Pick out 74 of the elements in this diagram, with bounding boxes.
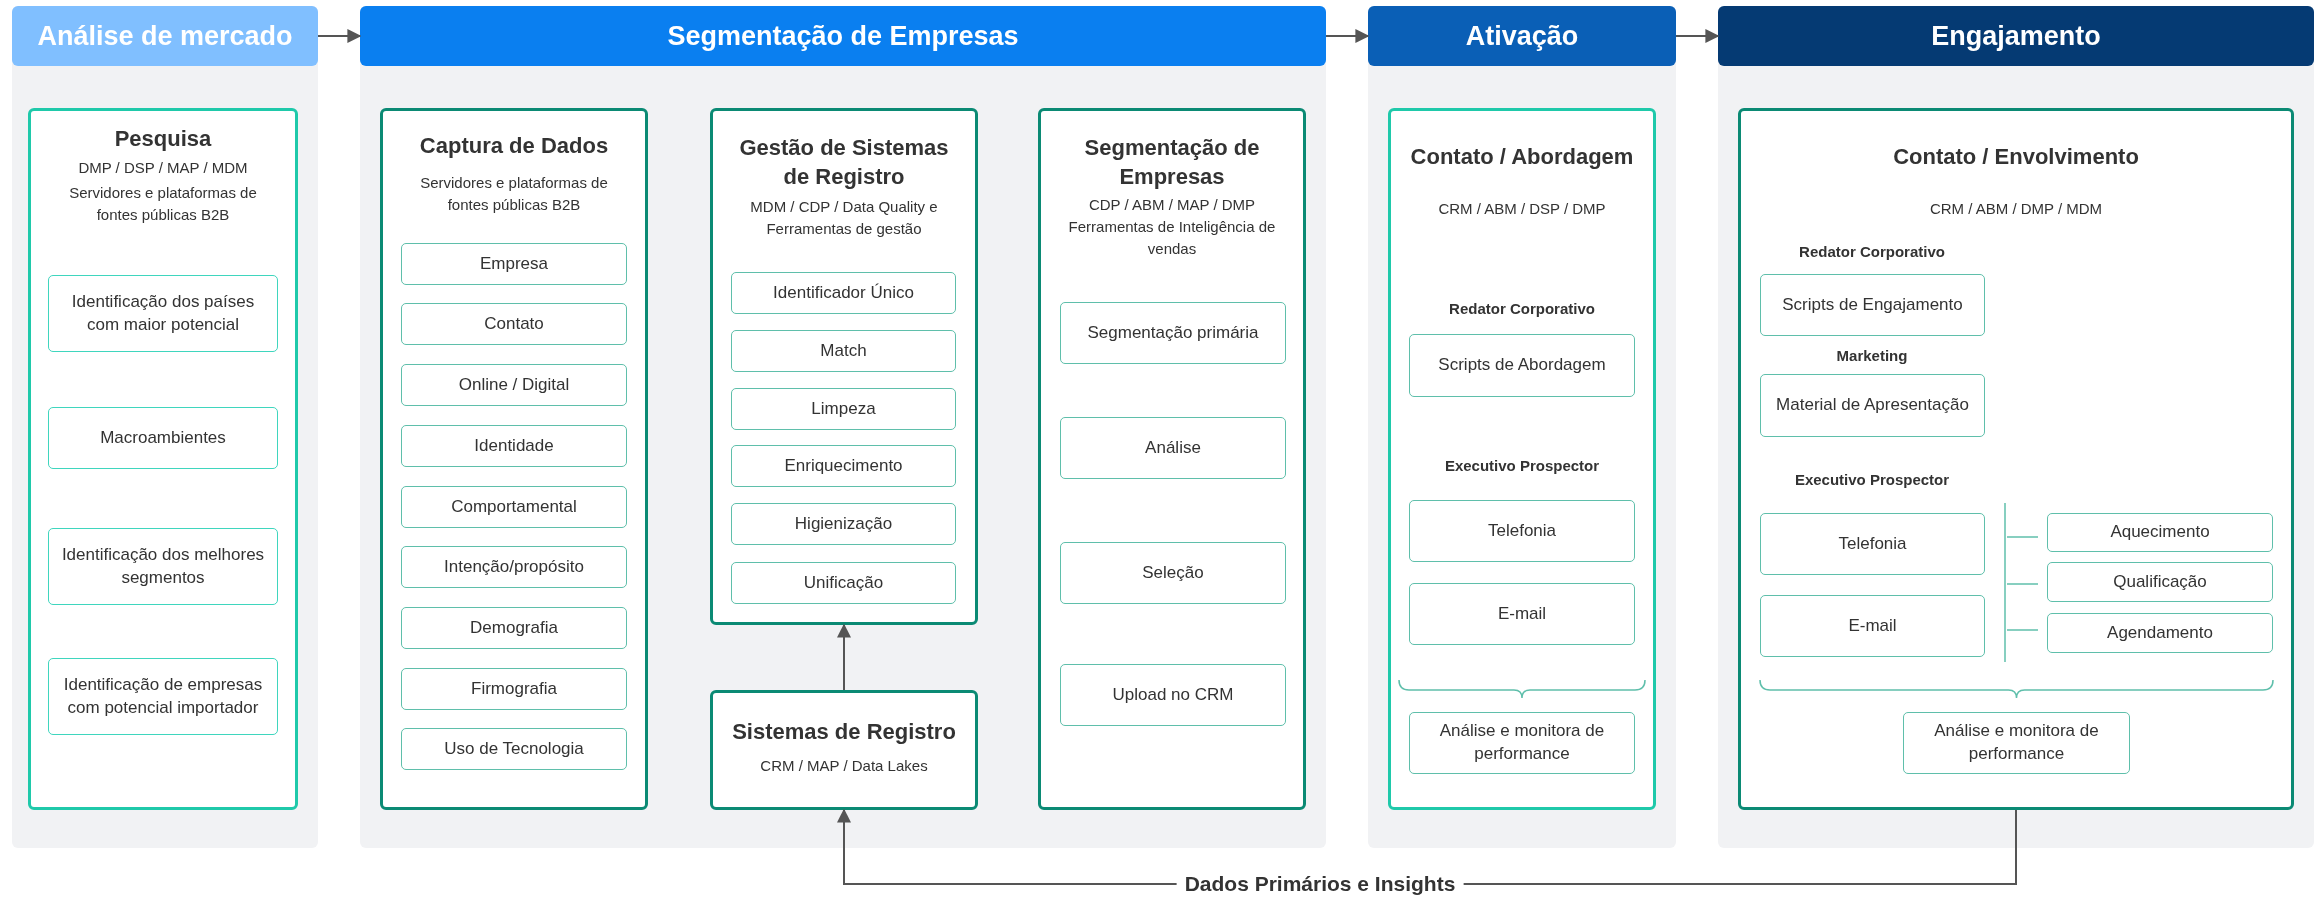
role-heading: Marketing: [1835, 347, 1909, 364]
step-box: Contato: [401, 303, 627, 345]
step-box: Telefonia: [1409, 500, 1635, 562]
phase-header: Ativação: [1368, 6, 1676, 66]
card-title: Contato / Abordagem: [1409, 143, 1635, 171]
arrow: [837, 623, 851, 691]
step-box: E-mail: [1760, 595, 1985, 657]
step-box: Qualificação: [2047, 562, 2273, 602]
card-subtitle: Servidores e plataformas de fontes públicas B2B: [68, 183, 258, 225]
step-box: Material de Apresentação: [1760, 374, 1985, 437]
step-box: Identificador Único: [731, 272, 956, 314]
stage-card: [710, 690, 978, 810]
phase-panel: [360, 6, 1326, 848]
role-heading: Executivo Prospector: [1443, 457, 1601, 474]
role-heading: Redator Corporativo: [1798, 243, 1946, 260]
step-box: Seleção: [1060, 542, 1286, 604]
step-box: Análise e monitora de performance: [1409, 712, 1635, 774]
arrow: [317, 29, 362, 43]
stage-card: [380, 108, 648, 810]
step-box: Telefonia: [1760, 513, 1985, 575]
step-box: Demografia: [401, 607, 627, 649]
card-subtitle: Servidores e plataformas de fontes públicas B2B: [419, 173, 609, 215]
card-title: Segmentação de Empresas: [1083, 134, 1261, 191]
step-box: Identificação dos melhores segmentos: [48, 528, 278, 605]
step-box: Intenção/propósito: [401, 546, 627, 588]
step-box: Match: [731, 330, 956, 372]
stage-card: [28, 108, 298, 810]
step-box: Firmografia: [401, 668, 627, 710]
phase-panel: [1368, 6, 1676, 848]
phase-header: Engajamento: [1718, 6, 2314, 66]
card-subtitle: CRM / MAP / Data Lakes: [759, 756, 929, 776]
step-box: E-mail: [1409, 583, 1635, 645]
card-subtitle: CRM / ABM / DSP / DMP: [1437, 199, 1607, 219]
stage-card: [710, 108, 978, 625]
step-box: Agendamento: [2047, 613, 2273, 653]
step-box: Identidade: [401, 425, 627, 467]
card-subtitle: MDM / CDP / Data Quality e Ferramentas de gestão: [749, 197, 939, 239]
step-box: Enriquecimento: [731, 445, 956, 487]
step-box: Higienização: [731, 503, 956, 545]
step-box: Scripts de Abordagem: [1409, 334, 1635, 397]
card-title: Contato / Envolvimento: [1892, 143, 2140, 171]
step-box: Identificação de empresas com potencial importador: [48, 658, 278, 735]
step-box: Uso de Tecnologia: [401, 728, 627, 770]
step-box: Scripts de Engajamento: [1760, 274, 1985, 336]
card-title: Captura de Dados: [418, 132, 610, 160]
arrow: [1675, 29, 1720, 43]
stage-card: [1738, 108, 2294, 810]
phase-header: Análise de mercado: [12, 6, 318, 66]
stage-card: [1038, 108, 1306, 810]
role-heading: Executivo Prospector: [1793, 471, 1951, 488]
arrow: [1325, 29, 1370, 43]
card-subtitle: DMP / DSP / MAP / MDM: [77, 158, 249, 178]
step-box: Empresa: [401, 243, 627, 285]
step-box: Identificação dos países com maior potencial: [48, 275, 278, 352]
phase-panel: [12, 6, 318, 848]
card-subtitle: CRM / ABM / DMP / MDM: [1928, 199, 2104, 219]
step-box: Macroambientes: [48, 407, 278, 469]
step-box: Online / Digital: [401, 364, 627, 406]
step-box: Análise: [1060, 417, 1286, 479]
card-title: Gestão de Sistemas de Registro: [738, 134, 950, 191]
stage-card: [1388, 108, 1656, 810]
step-box: Upload no CRM: [1060, 664, 1286, 726]
phase-panel: [1718, 6, 2314, 848]
role-heading: Redator Corporativo: [1448, 300, 1596, 317]
card-subtitle: CDP / ABM / MAP / DMP Ferramentas de Inteligência de vendas: [1067, 195, 1277, 259]
card-title: Sistemas de Registro: [731, 718, 957, 746]
step-box: Limpeza: [731, 388, 956, 430]
step-box: Comportamental: [401, 486, 627, 528]
step-box: Análise e monitora de performance: [1903, 712, 2130, 774]
step-box: Aquecimento: [2047, 513, 2273, 552]
phase-header: Segmentação de Empresas: [360, 6, 1326, 66]
card-title: Pesquisa: [113, 125, 213, 153]
step-box: Segmentação primária: [1060, 302, 1286, 364]
step-box: Unificação: [731, 562, 956, 604]
